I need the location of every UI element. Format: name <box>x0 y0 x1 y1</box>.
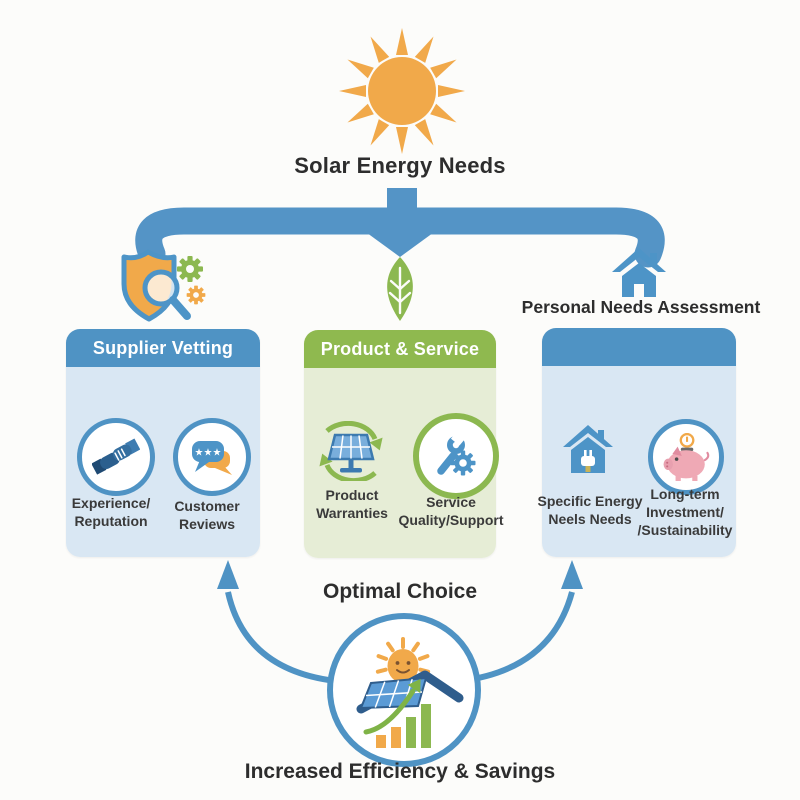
product-service-box: Product & Service <box>304 330 496 558</box>
shield-search-gears-icon <box>121 249 206 322</box>
product-service-header: Product & Service <box>304 330 496 368</box>
piggy-bank-icon <box>663 433 710 481</box>
main-title: Solar Energy Needs <box>294 153 506 178</box>
personal-needs-title: Personal Needs Assessment <box>521 297 761 317</box>
leaf-icon <box>387 257 413 321</box>
handshake-badge <box>77 418 155 496</box>
product-warranties-label: Product Warranties <box>316 487 388 521</box>
optimal-choice-title: Optimal Choice <box>322 580 478 603</box>
supplier-vetting-header: Supplier Vetting <box>66 329 260 367</box>
feedback-arrow-left <box>217 560 337 684</box>
house-icon <box>612 248 666 297</box>
center-down-arrow <box>363 230 437 257</box>
sun-icon <box>339 28 465 154</box>
gear-orange-icon <box>186 285 206 305</box>
service-quality-label: Service Quality/Support <box>398 494 504 528</box>
personal-needs-header <box>542 328 736 366</box>
svg-text:★★★: ★★★ <box>195 448 222 459</box>
feedback-arrow-right <box>459 560 583 684</box>
customer-reviews-badge: ★★★ <box>173 418 251 496</box>
handshake-icon <box>92 438 140 475</box>
experience-reputation-label: Experience/ Reputation <box>71 495 151 529</box>
solar-home-growth-icon <box>356 637 464 748</box>
efficiency-savings-caption: Increased Efficiency & Savings <box>244 760 556 783</box>
long-term-investment-label: Long-term Investment/ /Sustainability <box>637 486 733 538</box>
branch-bracket-connector <box>135 207 665 268</box>
wrench-gear-icon <box>437 432 476 476</box>
service-quality-badge <box>413 413 499 499</box>
customer-reviews-label: Customer Reviews <box>174 498 240 532</box>
solar-panel-recycle-icon <box>319 421 383 481</box>
growth-arrow-icon <box>363 678 421 735</box>
house-plug-icon <box>563 425 613 473</box>
growth-bars-icon <box>376 704 431 748</box>
specific-energy-needs-label: Specific Energy Neels Needs <box>537 493 643 527</box>
chat-reviews-icon: ★★★ <box>192 441 232 475</box>
gear-green-icon <box>177 256 203 282</box>
piggy-bank-badge <box>648 419 724 495</box>
magnifier-icon <box>142 269 180 307</box>
optimal-choice-circle <box>327 613 481 767</box>
